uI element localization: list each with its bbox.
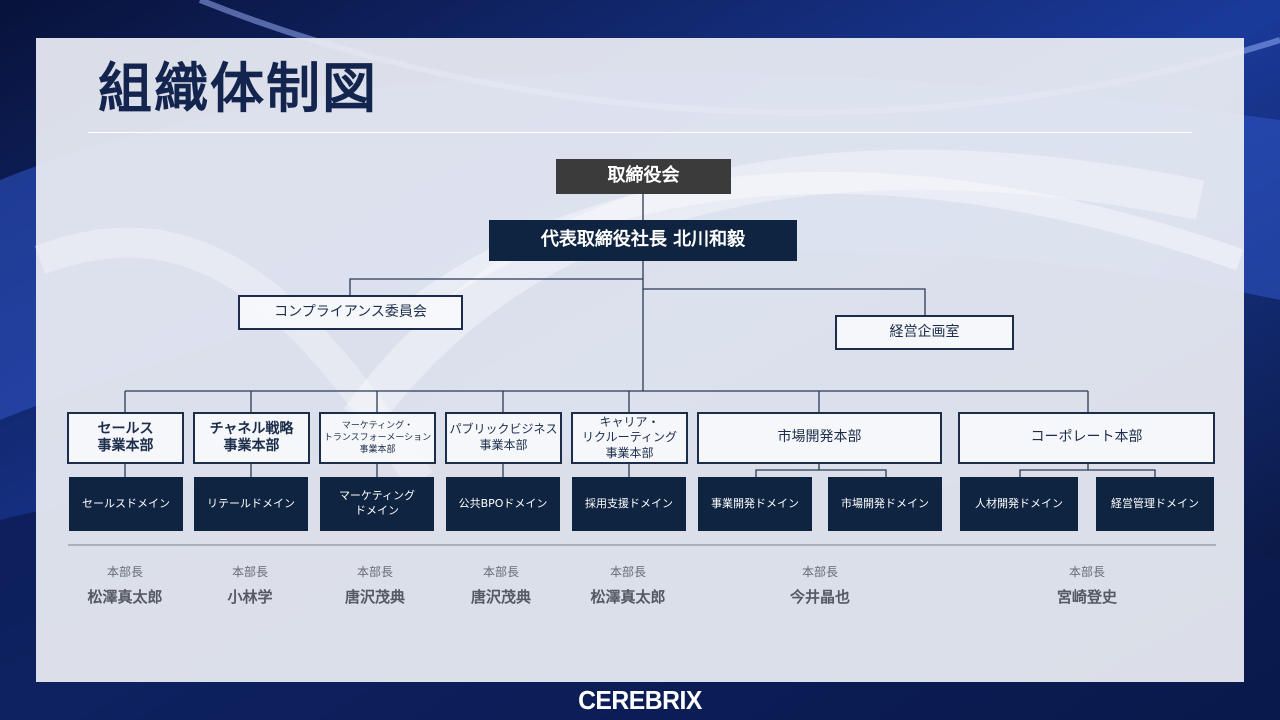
division-line: リクルーティング xyxy=(582,430,677,445)
division-line: 事業本部 xyxy=(479,438,528,452)
president-box: 代表取締役社長 北川和毅 xyxy=(489,220,797,261)
domain-label: 市場開発ドメイン xyxy=(841,496,929,510)
title-divider xyxy=(88,132,1192,133)
head-role-label: 本部長 xyxy=(482,565,519,579)
domain-label: 採用支援ドメイン xyxy=(585,496,673,510)
division-line: キャリア・ xyxy=(599,414,660,429)
domain-box-management: 経営管理ドメイン xyxy=(1096,477,1214,531)
head-name: 松澤真太郎 xyxy=(87,588,163,606)
division-box-career: キャリア・ リクルーティング 事業本部 xyxy=(571,412,688,464)
cerebrix-logo: CEREBRIX xyxy=(578,684,702,715)
head-role-label: 本部長 xyxy=(609,565,646,579)
division-line: トランスフォーメーション xyxy=(323,432,432,443)
head-name: 松澤真太郎 xyxy=(590,588,666,606)
head-role-label: 本部長 xyxy=(231,565,268,579)
planning-label: 経営企画室 xyxy=(889,323,960,340)
head-name: 宮崎登史 xyxy=(1056,588,1117,606)
compliance-committee-box: コンプライアンス委員会 xyxy=(238,295,463,330)
president-label: 代表取締役社長 北川和毅 xyxy=(540,229,746,251)
board-label: 取締役会 xyxy=(607,165,680,187)
domain-label: マーケティング xyxy=(338,489,416,503)
division-line: チャネル戦略 xyxy=(209,420,294,437)
domain-label: 人材開発ドメイン xyxy=(975,496,1063,510)
domain-box-sales: セールスドメイン xyxy=(69,477,183,531)
division-box-channel: チャネル戦略 事業本部 xyxy=(193,412,310,464)
head-name: 唐沢茂典 xyxy=(344,588,405,606)
content-panel xyxy=(36,38,1244,682)
domain-box-marketing: マーケティング ドメイン xyxy=(320,477,434,531)
division-line: マーケティング・ xyxy=(341,420,414,431)
head-name: 今井晶也 xyxy=(789,588,850,606)
domain-label: 経営管理ドメイン xyxy=(1111,496,1199,510)
division-box-corporate: コーポレート本部 xyxy=(958,412,1215,464)
head-name: 唐沢茂典 xyxy=(470,588,531,606)
division-line: 事業本部 xyxy=(605,445,654,460)
division-box-marketing: マーケティング・ トランスフォーメーション 事業本部 xyxy=(319,412,436,464)
head-role-label: 本部長 xyxy=(356,565,393,579)
domain-box-retail: リテールドメイン xyxy=(194,477,308,531)
division-line: 市場開発本部 xyxy=(777,429,862,446)
division-box-sales: セールス 事業本部 xyxy=(67,412,184,464)
domain-label: 公共BPOドメイン xyxy=(458,496,548,510)
division-line: 事業本部 xyxy=(223,438,280,454)
domain-box-market-dev: 市場開発ドメイン xyxy=(828,477,942,531)
page-title: 組織体制図 xyxy=(98,57,378,120)
division-box-market-dev: 市場開発本部 xyxy=(697,412,942,464)
head-role-label: 本部長 xyxy=(801,565,838,579)
domain-box-business-dev: 事業開発ドメイン xyxy=(698,477,812,531)
domain-box-hr-dev: 人材開発ドメイン xyxy=(960,477,1078,531)
board-of-directors-box: 取締役会 xyxy=(556,159,731,194)
domain-box-public-bpo: 公共BPOドメイン xyxy=(446,477,560,531)
domain-label: 事業開発ドメイン xyxy=(711,496,799,510)
domain-box-recruiting: 採用支援ドメイン xyxy=(572,477,686,531)
head-role-label: 本部長 xyxy=(106,565,143,579)
division-line: コーポレート本部 xyxy=(1030,429,1143,446)
division-line: セールス xyxy=(97,420,154,437)
compliance-label: コンプライアンス委員会 xyxy=(274,303,427,320)
head-role-label: 本部長 xyxy=(1068,565,1105,579)
division-line: 事業本部 xyxy=(359,445,396,456)
division-line: 事業本部 xyxy=(97,438,154,454)
corporate-planning-box: 経営企画室 xyxy=(835,315,1014,350)
domain-label: ドメイン xyxy=(355,504,399,517)
domain-label: リテールドメイン xyxy=(207,496,295,510)
head-name: 小林学 xyxy=(227,588,273,606)
domain-label: セールスドメイン xyxy=(82,496,170,510)
division-box-public: パブリックビジネス 事業本部 xyxy=(445,412,562,464)
division-line: パブリックビジネス xyxy=(449,422,558,437)
